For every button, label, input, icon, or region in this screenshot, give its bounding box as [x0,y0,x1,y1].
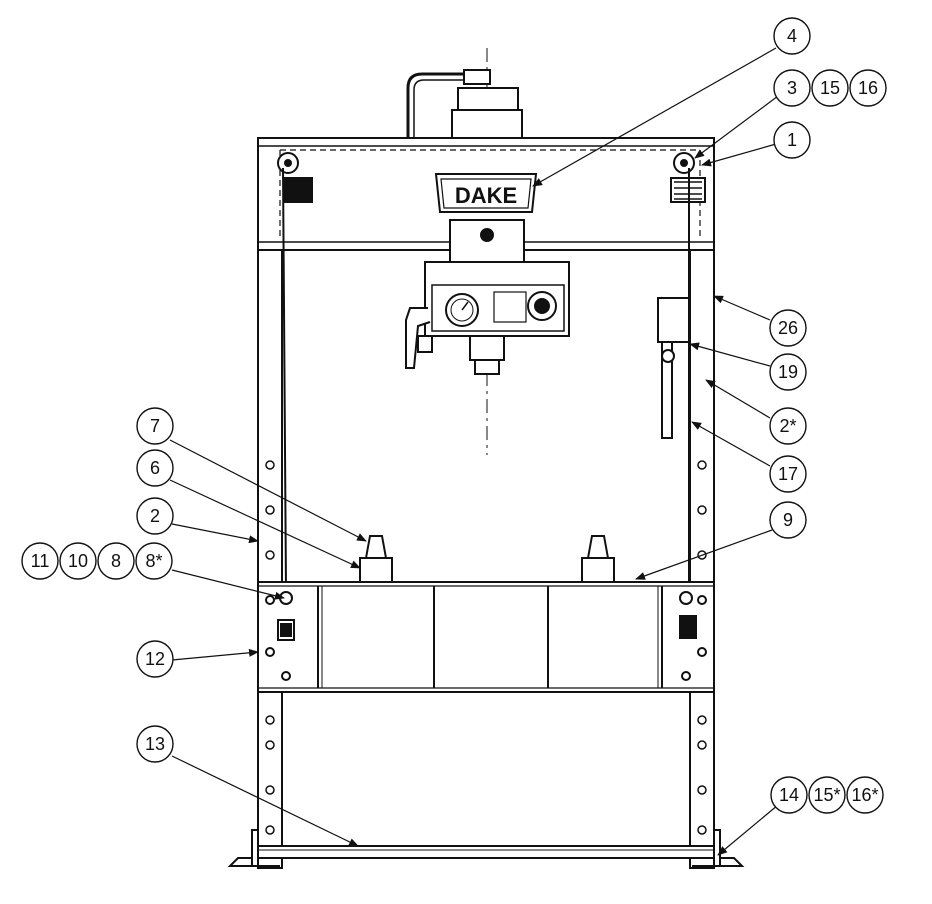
hose-fitting [463,69,491,85]
hydraulic-hose [406,72,466,138]
callout-bubble [808,776,846,814]
callout-label: 19 [778,362,798,382]
callout-label: 15* [813,785,840,805]
callout-label: 16* [851,785,878,805]
callout-label: 2* [779,416,796,436]
pump-handle-left [405,307,431,369]
callout-bubble [135,542,173,580]
callout-bubble [769,407,807,445]
callout-label: 12 [145,649,165,669]
callout-bubble [136,407,174,445]
v-block-right [586,535,610,559]
press-bed [257,581,715,693]
callout-bubble [773,69,811,107]
callout-bubble [769,501,807,539]
callout-bubble [136,449,174,487]
warning-plate-left [283,177,313,203]
callout-bubble [770,776,808,814]
callout-label: 7 [150,416,160,436]
callout-label: 13 [145,734,165,754]
v-block-left [364,535,388,559]
callout-bubble [136,725,174,763]
callout-bubble [811,69,849,107]
callout-bubble [769,309,807,347]
callout-bubble [769,353,807,391]
callout-bubble [773,121,811,159]
callout-label: 3 [787,78,797,98]
callout-bubble [21,542,59,580]
callout-bubble [773,17,811,55]
callout-bubble [136,497,174,535]
callout-bubble [97,542,135,580]
cylinder-cap [457,87,519,111]
callout-bubble [769,455,807,493]
brand-label: DAKE [455,183,517,208]
callout-bubble [849,69,887,107]
leader-lines [169,47,779,856]
upright-holes [265,460,707,835]
callout-label: 15 [820,78,840,98]
callout-bubble [846,776,884,814]
cylinder-body [451,109,523,141]
callout-label: 10 [68,551,88,571]
callout-label: 1 [787,130,797,150]
callout-label: 11 [31,551,50,571]
left-upright [257,249,283,869]
press-frame [227,48,745,869]
callout-label: 14 [779,785,799,805]
callout-label: 6 [150,458,160,478]
callout-bubbles: 4 3 15 16 1 26 19 2* 17 9 7 6 2 11 10 8 8* 12 13 14 15* 16* [21,17,887,814]
callout-label: 16 [858,78,878,98]
callout-label: 2 [150,506,160,526]
ram-nose [469,335,505,361]
callout-bubble [136,640,174,678]
brand-badge [434,173,538,213]
cable-left [282,167,287,591]
callout-label: 9 [783,510,793,530]
callout-bubble [59,542,97,580]
callout-label: 17 [778,464,798,484]
callout-label: 8* [145,551,162,571]
callout-label: 8 [111,551,121,571]
callout-label: 4 [787,26,797,46]
callout-label: 26 [778,318,798,338]
bottom-crossbar [257,845,715,859]
